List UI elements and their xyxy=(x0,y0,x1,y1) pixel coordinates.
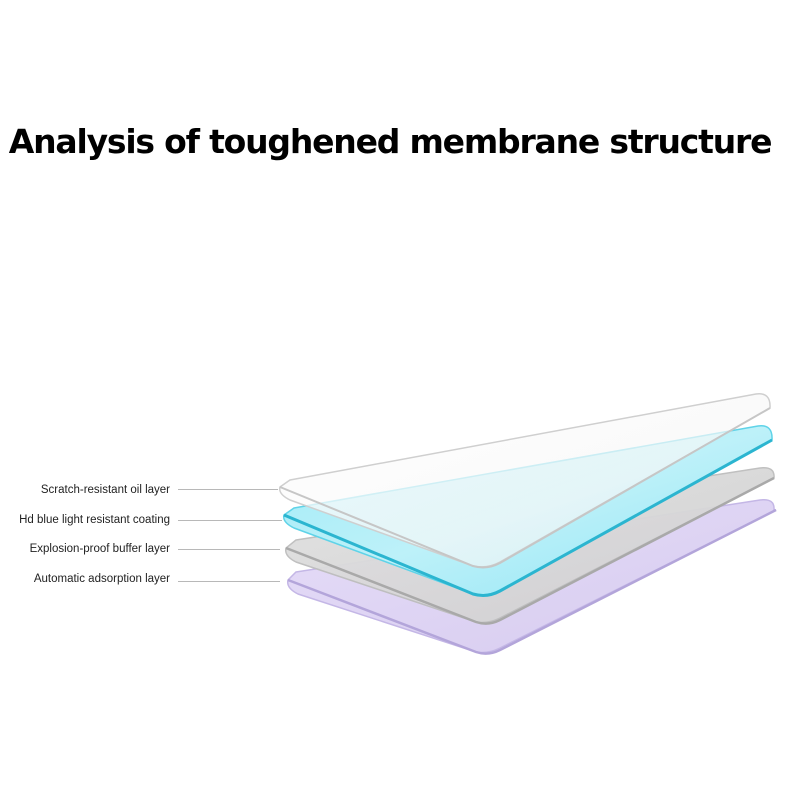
leader-line-oil xyxy=(178,489,278,490)
oil-layer-edge xyxy=(279,407,771,569)
adsorption-layer-edge xyxy=(287,508,777,655)
blue-light-coating-edge xyxy=(283,438,773,597)
layer-label-buffer: Explosion-proof buffer layer xyxy=(29,543,170,555)
leader-line-blue-light xyxy=(178,520,282,521)
layer-label-oil: Scratch-resistant oil layer xyxy=(40,484,170,496)
layer-label-blue-light: Hd blue light resistant coating xyxy=(19,514,170,526)
page-title: Analysis of toughened membrane structure xyxy=(8,122,773,161)
layer-label-adsorption: Automatic adsorption layer xyxy=(33,573,170,585)
leader-line-adsorption xyxy=(178,581,280,582)
buffer-layer-edge xyxy=(285,476,775,625)
leader-line-buffer xyxy=(178,549,280,550)
